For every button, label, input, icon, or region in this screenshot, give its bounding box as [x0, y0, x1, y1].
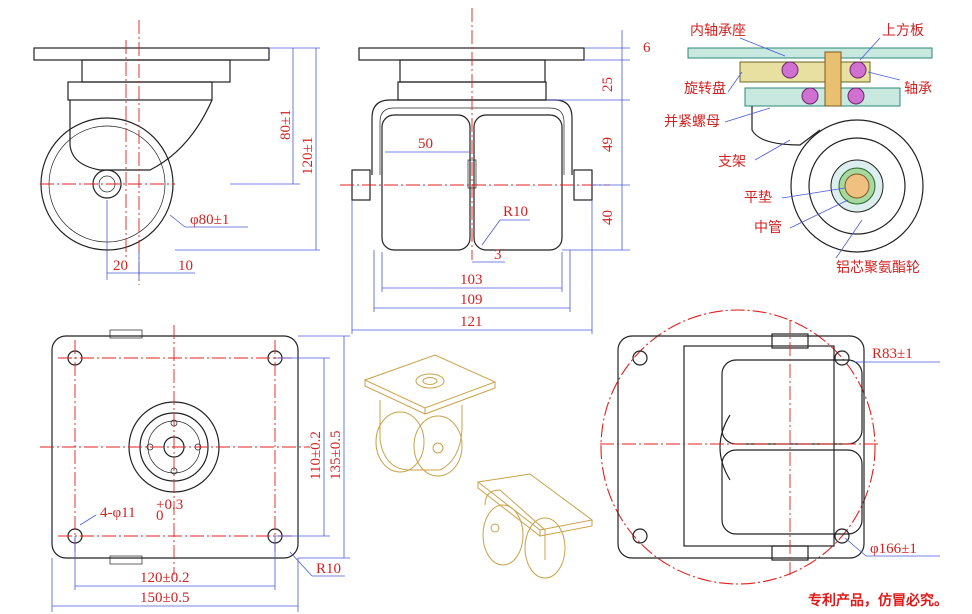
patent-notice: 专利产品，仿冒必究。	[808, 592, 948, 609]
dim-wheel-dia: φ80±1	[190, 212, 229, 228]
bottom-bracket	[683, 345, 835, 547]
dim-plan-120: 120±0.2	[140, 570, 189, 586]
side-bracket	[69, 99, 213, 171]
dim-front-121: 121	[460, 314, 483, 330]
label-wheel: 铝芯聚氨酯轮	[836, 260, 920, 276]
dim-front-r10: R10	[503, 204, 528, 220]
bottom-view: R83±1 φ166±1	[600, 309, 940, 585]
dim-plan-hole-tol-upper: +0.3	[156, 497, 183, 513]
label-flat-washer: 平垫	[744, 190, 772, 206]
front-view: 6 25 49 40 50 R10 3 103 109 121	[340, 8, 651, 334]
dim-plan-holes: 4-φ11	[100, 505, 136, 521]
label-rotating-disc: 旋转盘	[684, 80, 726, 97]
dim-plan-r10: R10	[316, 561, 341, 577]
bottom-wheel-bottom	[721, 449, 863, 535]
label-bearing: 轴承	[904, 81, 932, 97]
front-bracket	[371, 99, 573, 175]
swivel-radius-circle	[600, 309, 876, 585]
iso-render-top	[363, 354, 497, 477]
dim-plan-150: 150±0.5	[140, 590, 189, 606]
section-bracket	[751, 106, 821, 146]
section-wheel	[790, 119, 924, 253]
side-top-plate	[33, 47, 270, 61]
iso-render-bottom	[476, 473, 594, 579]
section-top-plate	[687, 47, 933, 59]
side-view: 80±1 120±1 φ80±1 20 10	[33, 20, 320, 285]
dim-front-109: 109	[460, 292, 483, 308]
dim-front-50: 50	[418, 136, 433, 152]
label-inner-bearing-seat: 内轴承座	[690, 23, 746, 39]
dim-plan-110: 110±0.2	[308, 431, 324, 480]
dim-side-20: 20	[113, 258, 128, 274]
label-bracket: 支架	[718, 154, 746, 170]
dim-side-80: 80±1	[278, 109, 294, 140]
dim-plan-135: 135±0.5	[328, 431, 344, 480]
plan-view: 110±0.2 135±0.5 120±0.2 150±0.5 4-φ11 +0…	[40, 325, 350, 612]
dim-front-49: 49	[600, 137, 616, 152]
label-top-plate: 上方板	[882, 23, 924, 39]
label-center-tube: 中管	[754, 220, 782, 236]
dim-front-103: 103	[460, 272, 483, 288]
dim-front-6: 6	[643, 40, 651, 56]
dim-bottom-r83: R83±1	[872, 346, 913, 362]
section-view: 内轴承座 上方板 旋转盘 轴承 并紧螺母 支架 平垫 中管 铝芯聚氨酯轮	[664, 23, 933, 276]
dim-side-120: 120±1	[300, 137, 316, 175]
dim-plan-hole-tol-lower: 0	[156, 508, 164, 524]
front-wheel-left	[381, 114, 471, 251]
dim-front-25: 25	[600, 77, 616, 92]
bottom-wheel-top	[721, 359, 863, 445]
front-top-plate	[358, 47, 585, 61]
dim-side-10: 10	[178, 258, 193, 274]
dim-front-40: 40	[600, 210, 616, 225]
label-lock-nut: 并紧螺母	[664, 114, 720, 130]
dim-front-3: 3	[494, 247, 502, 263]
dim-bottom-d166: φ166±1	[870, 541, 917, 557]
bottom-top-plate	[617, 335, 865, 559]
front-wheel-right	[473, 114, 563, 251]
